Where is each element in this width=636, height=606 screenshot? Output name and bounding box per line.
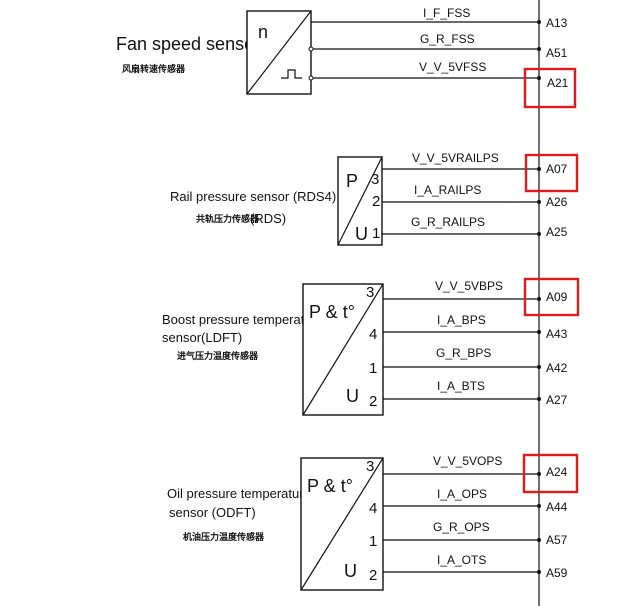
fan-pin-1: A13 — [546, 16, 568, 30]
oil-terminal-3: 3 — [366, 458, 374, 475]
rail-wire-1: 3 V_V_5VRAILPS A07 — [371, 151, 568, 188]
boost-sensor-name-cn: 进气压力温度传感器 — [177, 350, 259, 362]
rail-pin-2: A26 — [546, 195, 568, 209]
fan-sensor-diagonal — [246, 10, 312, 95]
fan-sensor-symbol: n — [258, 22, 268, 42]
boost-terminal-2: 2 — [369, 393, 377, 410]
fan-pin-2: A51 — [546, 46, 568, 60]
boost-terminal-1: 1 — [369, 360, 377, 377]
rail-signal-1: V_V_5VRAILPS — [412, 151, 499, 165]
boost-terminal-3: 3 — [366, 284, 374, 301]
boost-pin-1: A09 — [546, 290, 568, 304]
rail-terminal-3: 3 — [371, 171, 379, 188]
oil-sensor-name-line2: sensor (ODFT) — [169, 505, 256, 520]
oil-sensor-name-cn: 机油压力温度传感器 — [183, 531, 265, 543]
oil-pin-1: A24 — [546, 465, 568, 479]
boost-sensor-name-line1: Boost pressure temperature — [162, 312, 323, 327]
rail-pin-1: A07 — [546, 162, 568, 176]
fan-sensor-name-cn: 风扇转速传感器 — [122, 63, 186, 75]
rail-sensor-name-cn-suffix: (RDS) — [250, 211, 286, 226]
boost-pin-4: A27 — [546, 393, 568, 407]
oil-sensor-name-line1: Oil pressure temperature — [167, 486, 311, 501]
oil-sensor-symbol-u: U — [344, 561, 357, 581]
fan-wire-1: I_F_FSS A13 — [311, 6, 568, 30]
oil-signal-4: I_A_OTS — [437, 553, 486, 567]
oil-pin-highlight — [522, 453, 579, 494]
oil-sensor-symbol-pt: P & t° — [307, 476, 353, 496]
boost-signal-1: V_V_5VBPS — [435, 279, 503, 293]
oil-sensor-group: Oil pressure temperature sensor (ODFT) 机… — [167, 453, 579, 591]
rail-signal-2: I_A_RAILPS — [414, 183, 481, 197]
fan-wire-3: V_V_5VFSS A21 — [308, 60, 569, 90]
fan-pin-3: A21 — [547, 76, 569, 90]
boost-wire-2: 4 I_A_BPS A43 — [369, 313, 568, 343]
rail-sensor-symbol-p: P — [346, 171, 358, 191]
boost-sensor-group: Boost pressure temperature sensor(LDFT) … — [162, 277, 580, 416]
rail-sensor-diagonal — [337, 156, 383, 246]
boost-sensor-diagonal — [302, 283, 384, 416]
boost-pin-2: A43 — [546, 327, 568, 341]
boost-wire-3: 1 G_R_BPS A42 — [369, 346, 568, 377]
pulse-wave-icon — [281, 69, 302, 79]
boost-terminal-4: 4 — [369, 326, 377, 343]
oil-pin-4: A59 — [546, 566, 568, 580]
boost-signal-4: I_A_BTS — [437, 379, 485, 393]
oil-wire-4: 2 I_A_OTS A59 — [369, 553, 568, 584]
rail-sensor-name: Rail pressure sensor (RDS4) — [170, 189, 336, 204]
boost-sensor-symbol-pt: P & t° — [309, 302, 355, 322]
rail-pin-highlight — [524, 153, 579, 193]
rail-pressure-sensor-group: Rail pressure sensor (RDS4) 共轨压力传感器 (RDS… — [170, 151, 579, 246]
fan-speed-sensor-group: Fan speed sensor 风扇转速传感器 n I_F_FSS A13 G… — [116, 6, 577, 109]
rail-terminal-2: 2 — [372, 193, 380, 210]
oil-terminal-2: 2 — [369, 567, 377, 584]
oil-signal-3: G_R_OPS — [433, 520, 490, 534]
boost-wire-4: 2 I_A_BTS A27 — [369, 379, 568, 410]
rail-pin-3: A25 — [546, 225, 568, 239]
oil-signal-2: I_A_OPS — [437, 487, 487, 501]
boost-sensor-symbol-u: U — [346, 386, 359, 406]
oil-pin-3: A57 — [546, 533, 568, 547]
rail-signal-3: G_R_RAILPS — [411, 215, 485, 229]
rail-sensor-symbol-u: U — [355, 224, 368, 244]
oil-signal-1: V_V_5VOPS — [433, 454, 502, 468]
oil-pin-2: A44 — [546, 500, 568, 514]
boost-signal-3: G_R_BPS — [436, 346, 491, 360]
oil-wire-1: 3 V_V_5VOPS A24 — [366, 454, 568, 479]
oil-terminal-1: 1 — [369, 533, 377, 550]
rail-terminal-1: 1 — [372, 225, 380, 242]
rail-sensor-name-cn: 共轨压力传感器 — [196, 213, 260, 225]
oil-wire-3: 1 G_R_OPS A57 — [369, 520, 568, 550]
fan-pin-highlight — [523, 67, 577, 109]
rail-wire-2: 2 I_A_RAILPS A26 — [372, 183, 568, 210]
fan-sensor-name: Fan speed sensor — [116, 34, 260, 54]
boost-pin-3: A42 — [546, 361, 568, 375]
fan-signal-3: V_V_5VFSS — [419, 60, 486, 74]
boost-signal-2: I_A_BPS — [437, 313, 486, 327]
fan-wire-2: G_R_FSS A51 — [308, 32, 568, 60]
boost-wire-1: 3 V_V_5VBPS A09 — [366, 279, 568, 304]
boost-pin-highlight — [523, 277, 580, 317]
rail-wire-3: 1 G_R_RAILPS A25 — [372, 215, 568, 242]
boost-sensor-name-line2: sensor(LDFT) — [162, 330, 242, 345]
fan-signal-2: G_R_FSS — [420, 32, 475, 46]
oil-sensor-diagonal — [300, 457, 384, 591]
fan-signal-1: I_F_FSS — [423, 6, 470, 20]
oil-wire-2: 4 I_A_OPS A44 — [369, 487, 568, 517]
oil-terminal-4: 4 — [369, 500, 377, 517]
